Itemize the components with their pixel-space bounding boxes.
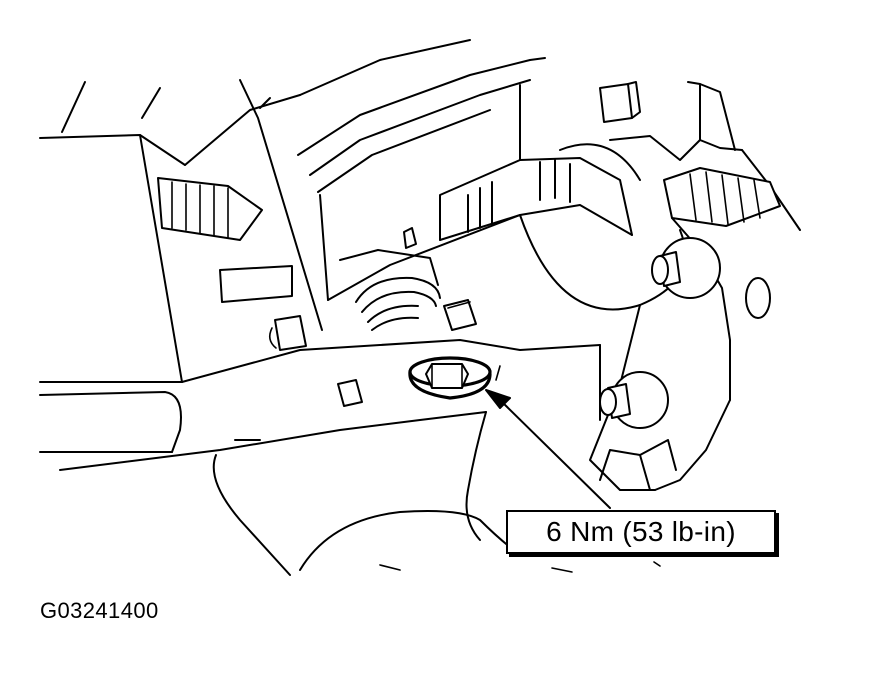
arrow-pointer-icon	[485, 389, 611, 509]
lower-housing	[339, 249, 477, 331]
left-vent-block	[157, 177, 263, 241]
left-small-tab	[219, 265, 307, 351]
torque-callout: 6 Nm (53 lb-in)	[506, 510, 776, 554]
lower-bolt	[599, 371, 669, 429]
lower-main-panel	[39, 339, 661, 576]
right-vent-block	[663, 167, 781, 227]
figure-id-label: G03241400	[40, 598, 159, 623]
nut-icon	[408, 356, 501, 400]
left-trim-panel	[39, 79, 323, 383]
center-module	[297, 39, 633, 301]
upper-bolt	[651, 237, 721, 299]
